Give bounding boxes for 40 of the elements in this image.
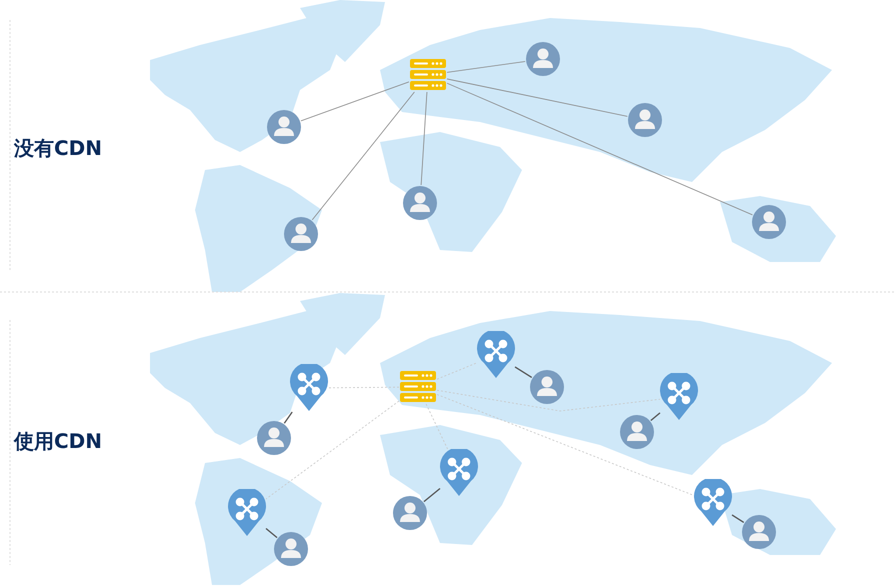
user-icon [751, 204, 787, 240]
connector-line [266, 400, 400, 500]
server-icon [409, 58, 447, 92]
network-pin-icon [694, 479, 732, 527]
connector-line [446, 82, 753, 216]
connector-line [300, 81, 410, 122]
connector-line [436, 390, 660, 412]
network-pin-icon [660, 373, 698, 421]
connector-line [328, 386, 400, 388]
connector-line [650, 412, 660, 421]
connector-line [446, 61, 526, 73]
user-icon [402, 185, 438, 221]
connector-line [446, 78, 628, 117]
connector-line [266, 528, 278, 538]
user-icon [283, 216, 319, 252]
section-heading: 没有CDN [14, 135, 102, 162]
connector-line [436, 394, 694, 496]
network-pin-icon [477, 331, 515, 379]
connector-line [732, 514, 744, 523]
connector-line [426, 404, 448, 450]
user-icon [392, 495, 428, 531]
server-icon [399, 370, 437, 404]
connector-line [424, 488, 440, 502]
user-icon [256, 420, 292, 456]
connector-line [436, 362, 478, 380]
user-icon [619, 414, 655, 450]
network-pin-icon [290, 364, 328, 412]
user-icon [627, 102, 663, 138]
user-icon [266, 109, 302, 145]
network-pin-icon [440, 449, 478, 497]
connector-line [312, 92, 415, 220]
connector-line [284, 412, 293, 424]
user-icon [273, 531, 309, 567]
section-heading: 使用CDN [14, 428, 102, 455]
network-pin-icon [228, 489, 266, 537]
user-icon [525, 41, 561, 77]
connector-line [514, 366, 532, 378]
connector-line [420, 92, 428, 186]
user-icon [529, 369, 565, 405]
user-icon [741, 514, 777, 550]
